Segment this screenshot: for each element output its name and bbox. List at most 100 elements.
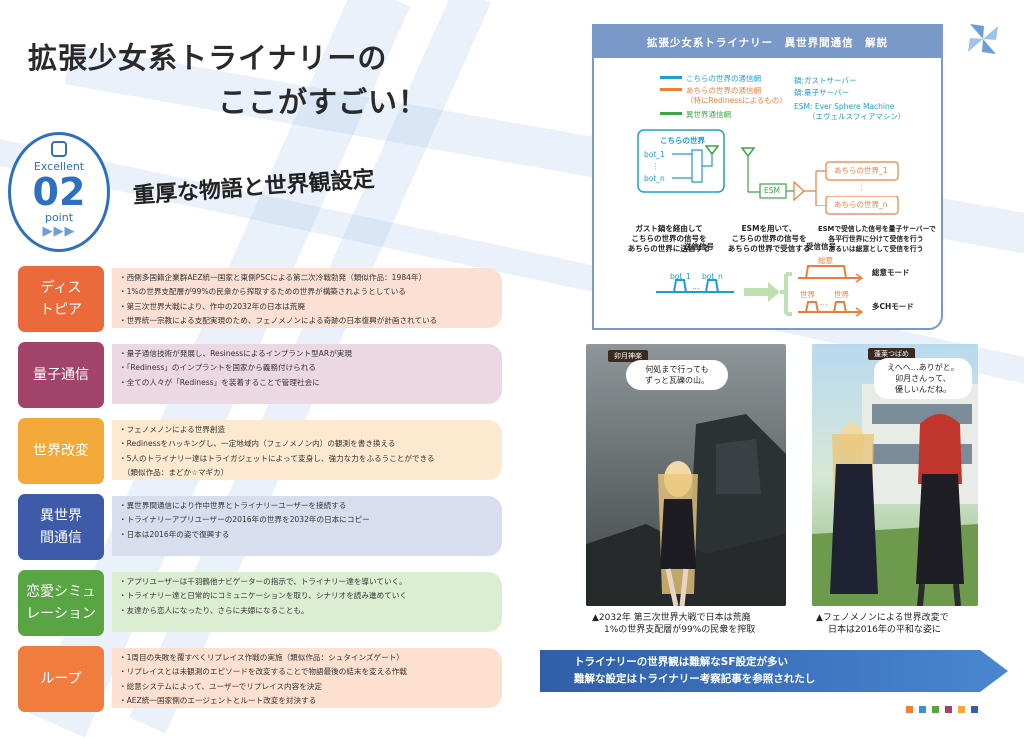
feature-description: ・1周目の失敗を覆すべくリプレイス作戦の実施（類似作品：シュタインズゲート） ・リ… <box>112 648 502 708</box>
diagram-desc-1: ガスト鍋を経由してこちらの世界の信号をあちらの世界に送信する <box>627 224 711 253</box>
network-diagram-graphic <box>637 129 899 206</box>
color-square <box>971 706 978 713</box>
photo-caption-1: ▲2032年 第三次世界大戦で日本は荒廃 1%の世界支配層が99%の民衆を搾取 <box>592 613 756 635</box>
feature-bullet: ・5人のトライナリー達はトライガジェットによって変身し、強力な力をふるうことがで… <box>119 453 435 463</box>
feature-bullet: ・量子通信技術が発展し、Resinessによるインプラント型ARが実現 <box>119 349 352 358</box>
speech-bubble: えへへ…ありがと。 卯月さんって、 優しいんだね。 <box>874 358 972 399</box>
point-badge: Excellent 02 point ▶▶▶ <box>8 132 110 252</box>
network-diagram-graphic-2 <box>825 196 899 215</box>
feature-label: 量子通信 <box>18 342 104 408</box>
feature-row: 世界改変・フェノメノンによる世界創造・Redinessをハッキングし、一定地域内… <box>18 418 502 484</box>
badge-excellent: Excellent <box>33 160 85 173</box>
diagram-desc-2: ESMを用いて、こちらの世界の信号をあちらの世界で受信する <box>727 224 811 253</box>
bot-1-label: bot_1 <box>644 150 665 159</box>
badge-arrows-icon: ▶▶▶ <box>42 224 76 239</box>
color-square <box>945 706 952 713</box>
badge-point: point <box>44 211 74 224</box>
signal-dots: … <box>692 282 700 291</box>
mode-multi-channel: 多CHモード <box>872 302 914 311</box>
feature-label: ディス トピア <box>18 266 104 332</box>
atchira-dots: ⋮ <box>858 182 866 191</box>
feature-row: 異世界 間通信・異世界間通信により作中世界とトライナリーユーザーを接続する・トラ… <box>18 494 502 560</box>
screenshot-ruins: 卯月神楽 何処まで行っても ずっと瓦礫の山。 <box>586 344 786 606</box>
feature-label: ループ <box>18 646 104 712</box>
feature-bullet: ・1周目の失敗を覆すべくリプレイス作戦の実施（類似作品：シュタインズゲート） <box>119 653 404 662</box>
feature-description: ・西側多国籍企業群AEZ統一国家と東側PSCによる第二次冷戦勃発（類似作品：19… <box>112 268 502 328</box>
legend-item: こちらの世界の通信網 <box>686 74 761 83</box>
world-dots: … <box>820 298 828 307</box>
feature-description: ・異世界間通信により作中世界とトライナリーユーザーを接続する・トライナリーアプリ… <box>112 496 502 556</box>
feature-label: 恋愛シミュ レーション <box>18 570 104 636</box>
signal-bot1: bot_1 <box>670 272 691 281</box>
footer-text: トライナリーの世界観は難解なSF設定が多い 難解な設定はトライナリー考察記事を参… <box>574 654 815 688</box>
color-square <box>919 706 926 713</box>
feature-bullet: ・トライナリーアプリユーザーの2016年の世界を2032年の日本にコピー <box>119 515 370 525</box>
feature-bullet: ・総意システムによって、ユーザーでリプレイス内容を決定 <box>119 681 322 691</box>
speaker-tag: 卯月神楽 <box>608 350 648 362</box>
feature-label: 世界改変 <box>18 418 104 484</box>
feature-description: ・フェノメノンによる世界創造・Redinessをハッキングし、一定地域内（フェノ… <box>112 420 502 480</box>
speaker-tag: 蓬莱つばめ <box>868 348 915 360</box>
feature-bullet: ・Redinessをハッキングし、一定地域内（フェノメノン内）の観測を書き換える <box>119 439 396 449</box>
feature-bullet: （類似作品：まどか☆マギカ） <box>119 467 229 477</box>
ruins-illustration <box>586 414 786 606</box>
feature-bullet: ・異世界間通信により作中世界とトライナリーユーザーを接続する <box>119 501 347 510</box>
legend-right-item: ESM: Ever Sphere Machine <box>794 102 895 111</box>
screenshot-school: 蓬莱つばめ えへへ…ありがと。 卯月さんって、 優しいんだね。 <box>812 344 978 606</box>
legend-item: 異世界通信網 <box>686 110 731 119</box>
mode-consensus: 総意モード <box>872 268 910 277</box>
feature-bullet: ・フェノメノンによる世界創造 <box>119 425 226 434</box>
legend-right-item: 鍋:ガストサーバー <box>794 76 857 85</box>
receive-signal-label: 受信信号 <box>806 242 836 251</box>
feature-row: 量子通信 ・量子通信技術が発展し、Resinessによるインプラント型ARが実現・… <box>18 342 502 408</box>
school-illustration <box>812 384 978 606</box>
esm-label: ESM <box>764 186 780 195</box>
feature-bullet: ・1%の世界支配層が99%の民衆から搾取するための世界が構築されようとしている <box>119 287 406 297</box>
feature-description: ・アプリユーザーは千羽鶴他ナビゲーターの指示で、トライナリー達を導いていく。・ト… <box>112 572 502 632</box>
speech-bubble: 何処まで行っても ずっと瓦礫の山。 <box>626 360 728 390</box>
feature-bullet: ・世界統一宗教による支配実現のため、フェノメノンによる奇跡の日本復興が計画されて… <box>119 315 438 325</box>
footer-line1: トライナリーの世界観は難解なSF設定が多い <box>574 656 789 668</box>
color-square <box>958 706 965 713</box>
color-square <box>906 706 913 713</box>
legend-right-item: （エヴェルスフィアマシン） <box>808 112 906 121</box>
footer-banner: トライナリーの世界観は難解なSF設定が多い 難解な設定はトライナリー考察記事を参… <box>540 650 1008 692</box>
page-title-line1: 拡張少女系トライナリーの <box>28 41 388 75</box>
legend-item: （特にRedinessによるもの） <box>686 96 787 105</box>
smile-icon <box>51 141 67 157</box>
feature-label: 異世界 間通信 <box>18 494 104 560</box>
bot-n-label: bot_n <box>644 174 665 183</box>
kochira-world-label: こちらの世界 <box>660 136 705 145</box>
world-label-a: 世界 <box>800 290 815 299</box>
feature-bullet: ・リプレイスとは未観測のエピソードを改変することで物語最後の結末を変える作戦 <box>119 667 407 677</box>
color-square <box>932 706 939 713</box>
footer-line2: 難解な設定はトライナリー考察記事を参照されたし <box>574 673 816 685</box>
legend-right-item: 鍋:量子サーバー <box>794 88 849 97</box>
feature-bullet: ・AEZ統一国家側のエージェントとルート改変を対決する <box>119 695 317 705</box>
legend-item: あちらの世界の通信網 <box>686 86 761 95</box>
feature-row: ループ・1周目の失敗を覆すべくリプレイス作戦の実施（類似作品：シュタインズゲート… <box>18 646 502 712</box>
badge-number: 02 <box>32 170 86 214</box>
feature-row: 恋愛シミュ レーション・アプリユーザーは千羽鶴他ナビゲーターの指示で、トライナリ… <box>18 570 502 636</box>
diagram-desc-3: ESMで受信した信号を量子サーバーで各平行世界に分けて受信を行うあるいは総意とし… <box>818 225 936 253</box>
signal-botn: bot_n <box>702 272 723 281</box>
consensus-label: 総意 <box>818 256 833 265</box>
atchira-world-n: あちらの世界_n <box>834 200 888 209</box>
color-squares <box>906 706 978 713</box>
windmill-logo-icon <box>968 24 998 54</box>
legend-swatches <box>660 76 682 115</box>
feature-bullet: ・全ての人々が「Rediness」を装着することで管理社会に <box>119 377 320 387</box>
feature-bullet: ・アプリユーザーは千羽鶴他ナビゲーターの指示で、トライナリー達を導いていく。 <box>119 577 407 586</box>
diagram-header: 拡張少女系トライナリー 異世界間通信 解説 <box>594 26 941 58</box>
bot-dots: ⋮ <box>652 162 660 171</box>
signal-graphic <box>656 265 864 317</box>
arrow-banner-shape <box>540 650 1008 692</box>
feature-row: ディス トピア ・西側多国籍企業群AEZ統一国家と東側PSCによる第二次冷戦勃発（… <box>18 266 502 332</box>
feature-bullet: ・西側多国籍企業群AEZ統一国家と東側PSCによる第二次冷戦勃発（類似作品：19… <box>119 273 427 282</box>
page-title-line2: ここがすごい！ <box>218 85 429 119</box>
atchira-world-1: あちらの世界_1 <box>834 166 888 175</box>
feature-bullet: ・第三次世界大戦により、作中の2032年の日本は荒廃 <box>119 301 305 311</box>
communication-diagram: 拡張少女系トライナリー 異世界間通信 解説 こちらの世界の通信網 あちらの世界の… <box>592 24 943 330</box>
feature-bullet: ・トライナリー達と日常的にコミュニケーションを取り、シナリオを読み進めていく <box>119 591 407 601</box>
feature-bullet: ・日本は2016年の姿で復興する <box>119 529 230 539</box>
